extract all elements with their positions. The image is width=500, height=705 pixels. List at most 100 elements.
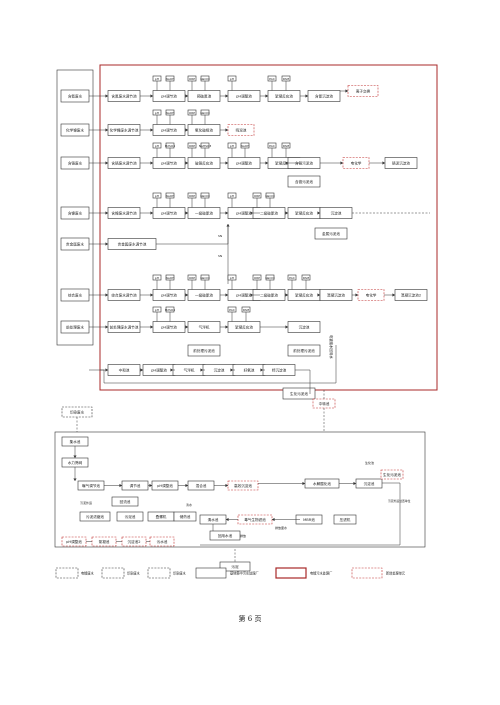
r4-b5-label: 二级破氰池 [260, 210, 278, 215]
r1-pac-label: PAC [269, 77, 275, 81]
r6-b9-label: 混凝沉淀池2 [401, 292, 421, 297]
lower-b4: 调节池 [121, 480, 149, 491]
r1-naoh: NaOH [166, 75, 174, 82]
legend-i5-label: 电镀污水处理厂 [310, 571, 332, 576]
r1-naclo-label: NaClO [200, 77, 210, 81]
lower-b12: 清水池 [199, 514, 227, 525]
legend-i6-swatch [351, 567, 383, 579]
arrow-head [226, 517, 229, 522]
r1-b6: 含氰沉淀池 [307, 90, 341, 102]
arrow-head [185, 325, 188, 329]
lower-b21: 生化污泥池 [380, 469, 404, 480]
r4-naoh: NaOH [166, 192, 174, 199]
r3-b7-label: 电化学 [351, 160, 362, 165]
r1-ph-label: pH [155, 77, 159, 81]
r3-ph-label: pH [155, 144, 159, 148]
r7-pam-label: PAM [243, 308, 250, 312]
arrow-head [200, 368, 203, 372]
r7-b7: 前处理污泥池 [287, 344, 321, 357]
r2-naclo-label: NaClO [200, 111, 210, 115]
r1-ph2-label: pH [230, 77, 234, 81]
r5-sn-label-2: SN [218, 254, 222, 258]
r8-b2-label: pH调整池 [151, 367, 167, 372]
lower-b27-label: 高效沉淀池 [234, 483, 252, 488]
r1-orp: ORP [187, 75, 197, 82]
arrow-head [149, 483, 152, 488]
r6-b5-label: 二级破氰池 [260, 292, 278, 297]
r3-naoh: NaOH [241, 142, 249, 149]
r8-b3-label: 气浮机 [184, 367, 195, 372]
arrow-head [140, 368, 143, 372]
r3-nahso3: NaHSO3 [199, 142, 212, 149]
arrow-head [317, 211, 320, 215]
middle-relay-label: 中转池 [319, 401, 330, 406]
page-number: 第 6 页 [238, 615, 262, 623]
legend-i4-swatch [195, 567, 227, 579]
arrow-head [225, 483, 228, 488]
r2-naclo: NaClO [200, 109, 210, 116]
r6-orp2-label: ORP [254, 276, 260, 280]
lower-b3-label: 曝气调节池 [82, 483, 100, 488]
lower-b9: 沉淀池 [355, 478, 383, 489]
arrow-head [150, 128, 153, 132]
r8-b1: 中和池 [107, 364, 141, 376]
r3-b6-label: 含铬污泥池 [295, 160, 313, 165]
r7-b6-label: 前处理污泥池 [193, 348, 215, 353]
r1-pam: PAM [281, 75, 291, 82]
r3-nahso3-label: NaHSO3 [199, 144, 212, 148]
lower-b23-label: 絮凝池 [99, 539, 110, 544]
lower-b14: 污泥浓缩池 [79, 511, 111, 522]
r6-naoh: NaOH [166, 274, 174, 281]
source-s1: 含氰废水 [60, 89, 90, 103]
r7-b1-label: 前处理废水调节池 [110, 324, 139, 329]
lower-b16-label: 叠螺机 [156, 514, 167, 519]
legend-i1-swatch [55, 567, 79, 579]
r7-h2so4: H2SO4 [165, 306, 175, 313]
r7-b4: 絮凝反应池 [227, 321, 261, 333]
arrow-head [105, 325, 108, 329]
r2-b4: 鸣泥池 [227, 124, 255, 136]
r7-b6: 前处理污泥池 [187, 344, 221, 357]
r6-b6: 絮凝反应池 [287, 289, 321, 301]
arrow-head [185, 483, 188, 488]
r8-b7-label: 生化污泥池 [290, 391, 308, 396]
r4-b3-label: 一级破氰池 [195, 210, 213, 215]
r7-ph: pH [152, 306, 162, 313]
r6-b4-label: pH调整池 [236, 292, 252, 297]
lower-b2: 水力筛网 [61, 457, 89, 468]
legend-i2-label: 印染废水 [127, 571, 141, 576]
r2-b3-label: 氧化破络池 [195, 127, 213, 132]
r8-b4: 沉淀池 [202, 364, 236, 376]
r1-b2-label: pH调节池 [161, 93, 177, 98]
arrow-head [392, 293, 395, 297]
arrow-head [225, 293, 228, 297]
lower-b13-label: 毒气生物滤池 [244, 517, 266, 522]
r3-orp: ORP [187, 142, 197, 149]
r1-naclo: NaClO [200, 75, 210, 82]
r7-b3: 气浮机 [187, 321, 221, 333]
r1-b1-label: 含氰废水调节池 [111, 93, 137, 98]
lower-b6-label: 混合池 [196, 483, 207, 488]
electroplating-plant-frame [99, 64, 438, 391]
r1-ph2: pH [227, 75, 237, 82]
lower-note-discharge: 排放 [240, 533, 246, 538]
r4-b7: 沉淀池 [319, 207, 353, 219]
lower-b24-label: 沉淀池2 [127, 539, 140, 544]
lower-b3: 曝气调节池 [77, 480, 105, 491]
r7-b1: 前处理废水调节池 [107, 321, 141, 333]
r5-b1: 贵金属废水调节池 [107, 238, 157, 250]
r3-b2: pH调节池 [152, 157, 186, 169]
source-s1-label: 含氰废水 [68, 93, 83, 98]
r3-b1: 含铬废水调节池 [107, 157, 141, 169]
r6-b7-label: 混凝沉淀池 [327, 292, 345, 297]
lower-note-bio: 生化池 [365, 460, 374, 465]
lower-b5: pH调整池 [151, 480, 179, 491]
r6-pac-label: PAC [289, 276, 295, 280]
lower-b13: 毒气生物滤池 [237, 514, 273, 525]
r6-pac: PAC [287, 274, 297, 281]
r7-b2: pH调节池 [152, 321, 186, 333]
r2-b2-label: pH调节池 [161, 127, 177, 132]
r6-naclo2-label: NaClO [265, 276, 275, 280]
lower-b17: 储药池 [173, 511, 197, 522]
r8-b5-label: 好氧池 [244, 367, 255, 372]
